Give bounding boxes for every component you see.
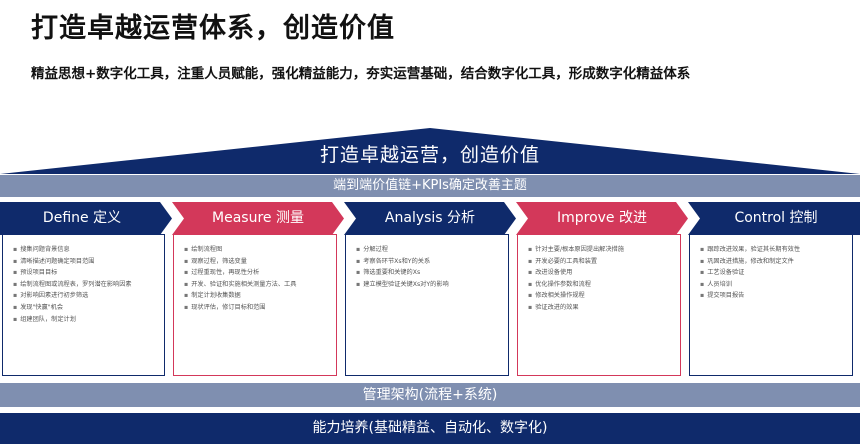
phase-item: 绘制流程图或流程表，罗列潜在影响因素	[13, 279, 158, 291]
phase-box-improve: 针对主要/根本原因提出解决措施 开发必要的工具和装置 改进设备使用 优化操作参数…	[517, 234, 681, 376]
phase-item: 现状评估，修订目标和范围	[184, 302, 330, 314]
phase-label-measure: Measure 测量	[212, 210, 304, 226]
phase-item: 分解过程	[356, 244, 502, 256]
phase-label-improve: Improve 改进	[556, 210, 647, 226]
phase-item: 组建团队，制定计划	[13, 314, 158, 326]
phase-item: 人员培训	[700, 279, 846, 291]
phase-item: 开发必要的工具和装置	[528, 256, 674, 268]
phase-item: 巩固改进措施，修改和制定文件	[700, 256, 846, 268]
phase-item: 绘制流程图	[184, 244, 330, 256]
phase-box-control: 跟踪改进效果，验证其长期有效性 巩固改进措施，修改和制定文件 工艺设备验证 人员…	[689, 234, 853, 376]
phase-label-analysis: Analysis 分析	[384, 210, 476, 226]
phase-item: 对影响因素进行初步筛选	[13, 290, 158, 302]
phase-item: 跟踪改进效果，验证其长期有效性	[700, 244, 846, 256]
roof-shape	[0, 128, 860, 174]
phase-label-control: Control 控制	[734, 210, 818, 226]
capability-band: 能力培养(基础精益、自动化、数字化)	[0, 413, 860, 444]
chevron-control	[688, 202, 860, 235]
phase-box-measure: 绘制流程图 观察过程，筛选变量 过程重现性，再现性分析 开发、验证和实施相关测量…	[173, 234, 337, 376]
phase-box-analysis: 分解过程 考察各环节Xs和Y的关系 筛选重要和关键的Xs 建立模型验证关键Xs对…	[345, 234, 509, 376]
roof-label: 打造卓越运营，创造价值	[319, 144, 540, 166]
phase-item: 改进设备使用	[528, 267, 674, 279]
phase-item: 提交项目报告	[700, 290, 846, 302]
chevron-improve	[516, 202, 688, 235]
phase-item: 过程重现性，再现性分析	[184, 267, 330, 279]
phase-item: 建立模型验证关键Xs对Y的影响	[356, 279, 502, 291]
phase-item: 发现"快赢"机会	[13, 302, 158, 314]
phase-chevrons	[0, 202, 860, 235]
phase-item: 观察过程，筛选变量	[184, 256, 330, 268]
chevron-analysis	[344, 202, 516, 235]
phase-item: 针对主要/根本原因提出解决措施	[528, 244, 674, 256]
phase-item: 预设项目目标	[13, 267, 158, 279]
management-band: 管理架构(流程+系统)	[0, 383, 860, 407]
chevron-measure	[172, 202, 344, 235]
page-subtitle: 精益思想+数字化工具，注重人员赋能，强化精益能力，夯实运营基础，结合数字化工具，…	[31, 66, 691, 82]
phase-item: 修改相关操作规程	[528, 290, 674, 302]
phase-item: 优化操作参数和流程	[528, 279, 674, 291]
phase-item: 制定计划收集数据	[184, 290, 330, 302]
phase-label-define: Define 定义	[42, 210, 122, 226]
page-title: 打造卓越运营体系，创造价值	[31, 13, 395, 44]
phase-item: 工艺设备验证	[700, 267, 846, 279]
phase-item: 搜集问题背景信息	[13, 244, 158, 256]
phase-item: 清晰描述问题确定项目范围	[13, 256, 158, 268]
phase-box-define: 搜集问题背景信息 清晰描述问题确定项目范围 预设项目目标 绘制流程图或流程表，罗…	[2, 234, 165, 376]
phase-item: 考察各环节Xs和Y的关系	[356, 256, 502, 268]
phase-item: 开发、验证和实施相关测量方法、工具	[184, 279, 330, 291]
phase-item: 筛选重要和关键的Xs	[356, 267, 502, 279]
phase-item: 验证改进的效果	[528, 302, 674, 314]
value-chain-band: 端到端价值链+KPIs确定改善主题	[0, 175, 860, 197]
chevron-define	[0, 202, 172, 235]
